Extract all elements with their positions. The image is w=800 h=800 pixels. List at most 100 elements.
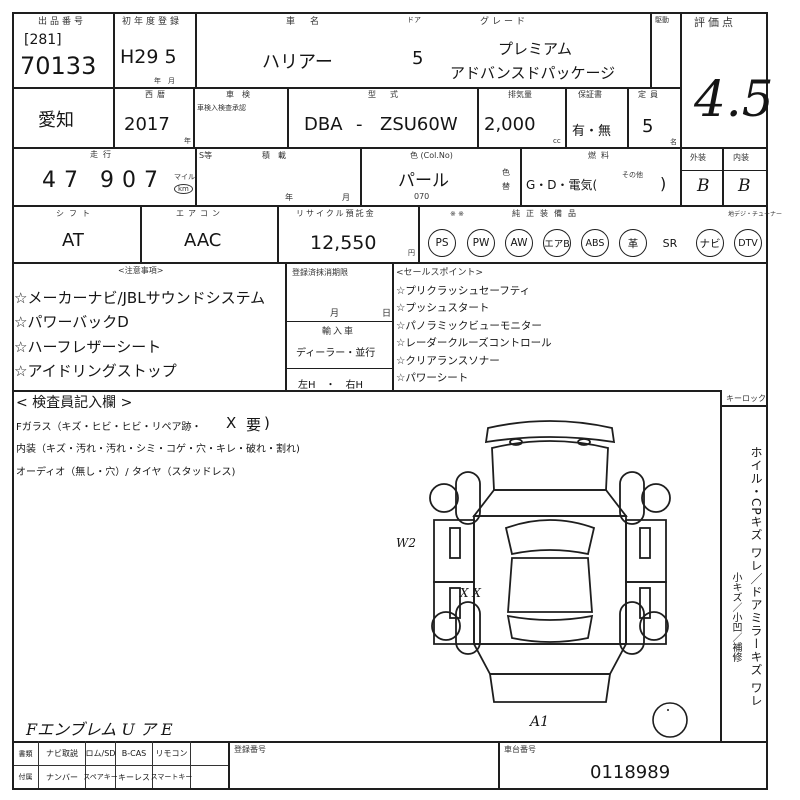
equipment-leather: 革 (619, 229, 647, 257)
bottom-navi-manual: ナビ取説 (46, 749, 78, 758)
shift: AT (62, 230, 84, 251)
handwritten-note: Fエンブレム U ア E (26, 720, 173, 739)
sales-item-4: ☆レーダークルーズコントロール (396, 337, 552, 349)
label-color-change: 色替 (502, 168, 510, 191)
label-recycle: リサイクル預託金 (296, 209, 376, 218)
mileage-units: 907 (100, 168, 166, 193)
label-ac: エアコン (176, 209, 224, 218)
key-circle (652, 702, 688, 738)
note-item-4: ☆アイドリングストップ (14, 362, 177, 380)
type-dash: - (356, 114, 363, 135)
notes-title: <注意事項> (118, 266, 164, 275)
equipment-ps: PS (428, 229, 456, 257)
recycle-deposit: 12,550 (310, 232, 377, 254)
label-key-lock: キーロック (726, 394, 766, 403)
label-warranty: 保証書 (578, 90, 602, 99)
mileage-unit-mile: マイル (174, 173, 195, 181)
sales-item-2: ☆プッシュスタート (396, 302, 490, 314)
bottom-mark-documents: 書類 (18, 749, 33, 758)
equipment-sunroof: SR (662, 236, 678, 250)
label-year-row3: 年 (285, 193, 293, 202)
first-registration: H29 5 (120, 46, 177, 68)
door-count: 5 (412, 48, 424, 69)
chassis-number: 0118989 (590, 762, 671, 783)
label-load: 積 載 (262, 151, 286, 160)
equipment-dtv: DTV (734, 229, 762, 257)
label-color: 色 (Col.No) (410, 151, 453, 160)
equipment-airbag: エアB (543, 229, 571, 257)
color-number: 070 (414, 192, 430, 201)
model-year: 2017 (124, 114, 170, 135)
inspection-glass-required: 要 (246, 416, 262, 434)
label-equipment: 純正装備品 (512, 209, 582, 218)
label-year-month: 年 月 (154, 77, 175, 85)
label-year: 年 (184, 137, 191, 145)
label-shift: シフト (56, 209, 95, 218)
evaluation-score: 4.5 (694, 70, 774, 128)
type-prefix: DBA (304, 114, 343, 135)
label-displacement: 排気量 (508, 90, 532, 99)
label-drive: 駆動 (655, 16, 669, 24)
damage-mark-w2: W2 (396, 536, 416, 550)
label-equipment-note: ※ ※ (450, 210, 464, 218)
label-import: 輸入車 (322, 327, 356, 337)
sales-title: <セールスポイント> (396, 268, 484, 278)
bottom-spare-key: スペアキー (83, 773, 118, 781)
type-code: ZSU60W (380, 114, 458, 135)
inspection-audio-tire: オーディオ（無し・穴）/ タイヤ（スタッドレス) (16, 467, 236, 478)
mileage-thousands: 47 (42, 168, 86, 193)
equipment-navi: ナビ (696, 229, 724, 257)
color: パール (398, 171, 449, 191)
bottom-rom-sd: ロム/SD (85, 749, 116, 758)
lot-bracket: [281] (24, 32, 62, 48)
seating-capacity: 5 (642, 116, 654, 137)
region: 愛知 (38, 110, 74, 131)
exterior-grade: B (697, 176, 710, 196)
inspection-glass: Fガラス（キズ・ヒビ・ヒビ・リペア跡・ (16, 422, 202, 433)
fuel-close: ) (660, 174, 667, 193)
sales-item-1: ☆プリクラッシュセーフティ (396, 285, 531, 297)
label-type: 型 式 (368, 90, 401, 99)
label-score: 評価点 (694, 16, 736, 29)
label-model-year: 西暦 (145, 90, 169, 99)
label-chassis-number: 車台番号 (504, 745, 536, 754)
note-item-3: ☆ハーフレザーシート (14, 338, 162, 356)
damage-mark-a1: A1 (530, 714, 550, 730)
label-grade: グレード (480, 17, 529, 27)
label-interior: 内装 (733, 153, 749, 162)
bottom-remote: リモコン (155, 749, 188, 758)
equipment-aw: AW (505, 229, 533, 257)
sales-item-6: ☆パワーシート (396, 372, 469, 384)
label-doors: ドア (407, 16, 421, 24)
label-registration-deadline: 登録済抹消期限 (292, 268, 348, 277)
inspection-glass-close: ) (264, 414, 270, 432)
unit-person: 名 (670, 138, 677, 146)
label-mileage: 走行 (90, 150, 116, 159)
label-inspection: 車 検 (226, 90, 250, 99)
label-month-center: 月 (330, 309, 340, 319)
mileage-unit-km: km (174, 184, 193, 194)
label-s: S等 (199, 151, 213, 160)
bottom-bcas: B-CAS (121, 749, 147, 758)
steering-side: 左H ・ 右H (298, 380, 364, 391)
label-day-center: 日 (382, 309, 392, 319)
damage-mark-xx: X X (460, 586, 481, 600)
car-diagram (429, 420, 671, 711)
side-note-wheel-mirror: ホイル・CPキズ ワレ／ドアミラーキズ ワレ (749, 446, 763, 708)
fuel-type: G・D・電気( (526, 178, 598, 192)
sales-item-5: ☆クリアランスソナー (396, 355, 500, 367)
import-type: ディーラー・並行 (296, 348, 376, 359)
equipment-pw: PW (467, 229, 495, 257)
label-dtv: 地デジ・チューナー (728, 211, 783, 218)
label-exterior: 外装 (690, 153, 706, 162)
note-item-1: ☆メーカーナビ/JBLサウンドシステム (14, 289, 266, 307)
label-model: 車 名 (286, 17, 323, 27)
model-name: ハリアー (262, 52, 333, 73)
grade-line-2: アドバンスドパッケージ (450, 64, 616, 82)
unit-yen: 円 (408, 249, 415, 257)
label-fuel: 燃料 (588, 151, 614, 160)
grade-line-1: プレミアム (498, 40, 572, 58)
side-note-scratch: 小キズ／小凹／補修 (730, 572, 741, 662)
bottom-mark-accessories: 付属 (18, 773, 33, 781)
